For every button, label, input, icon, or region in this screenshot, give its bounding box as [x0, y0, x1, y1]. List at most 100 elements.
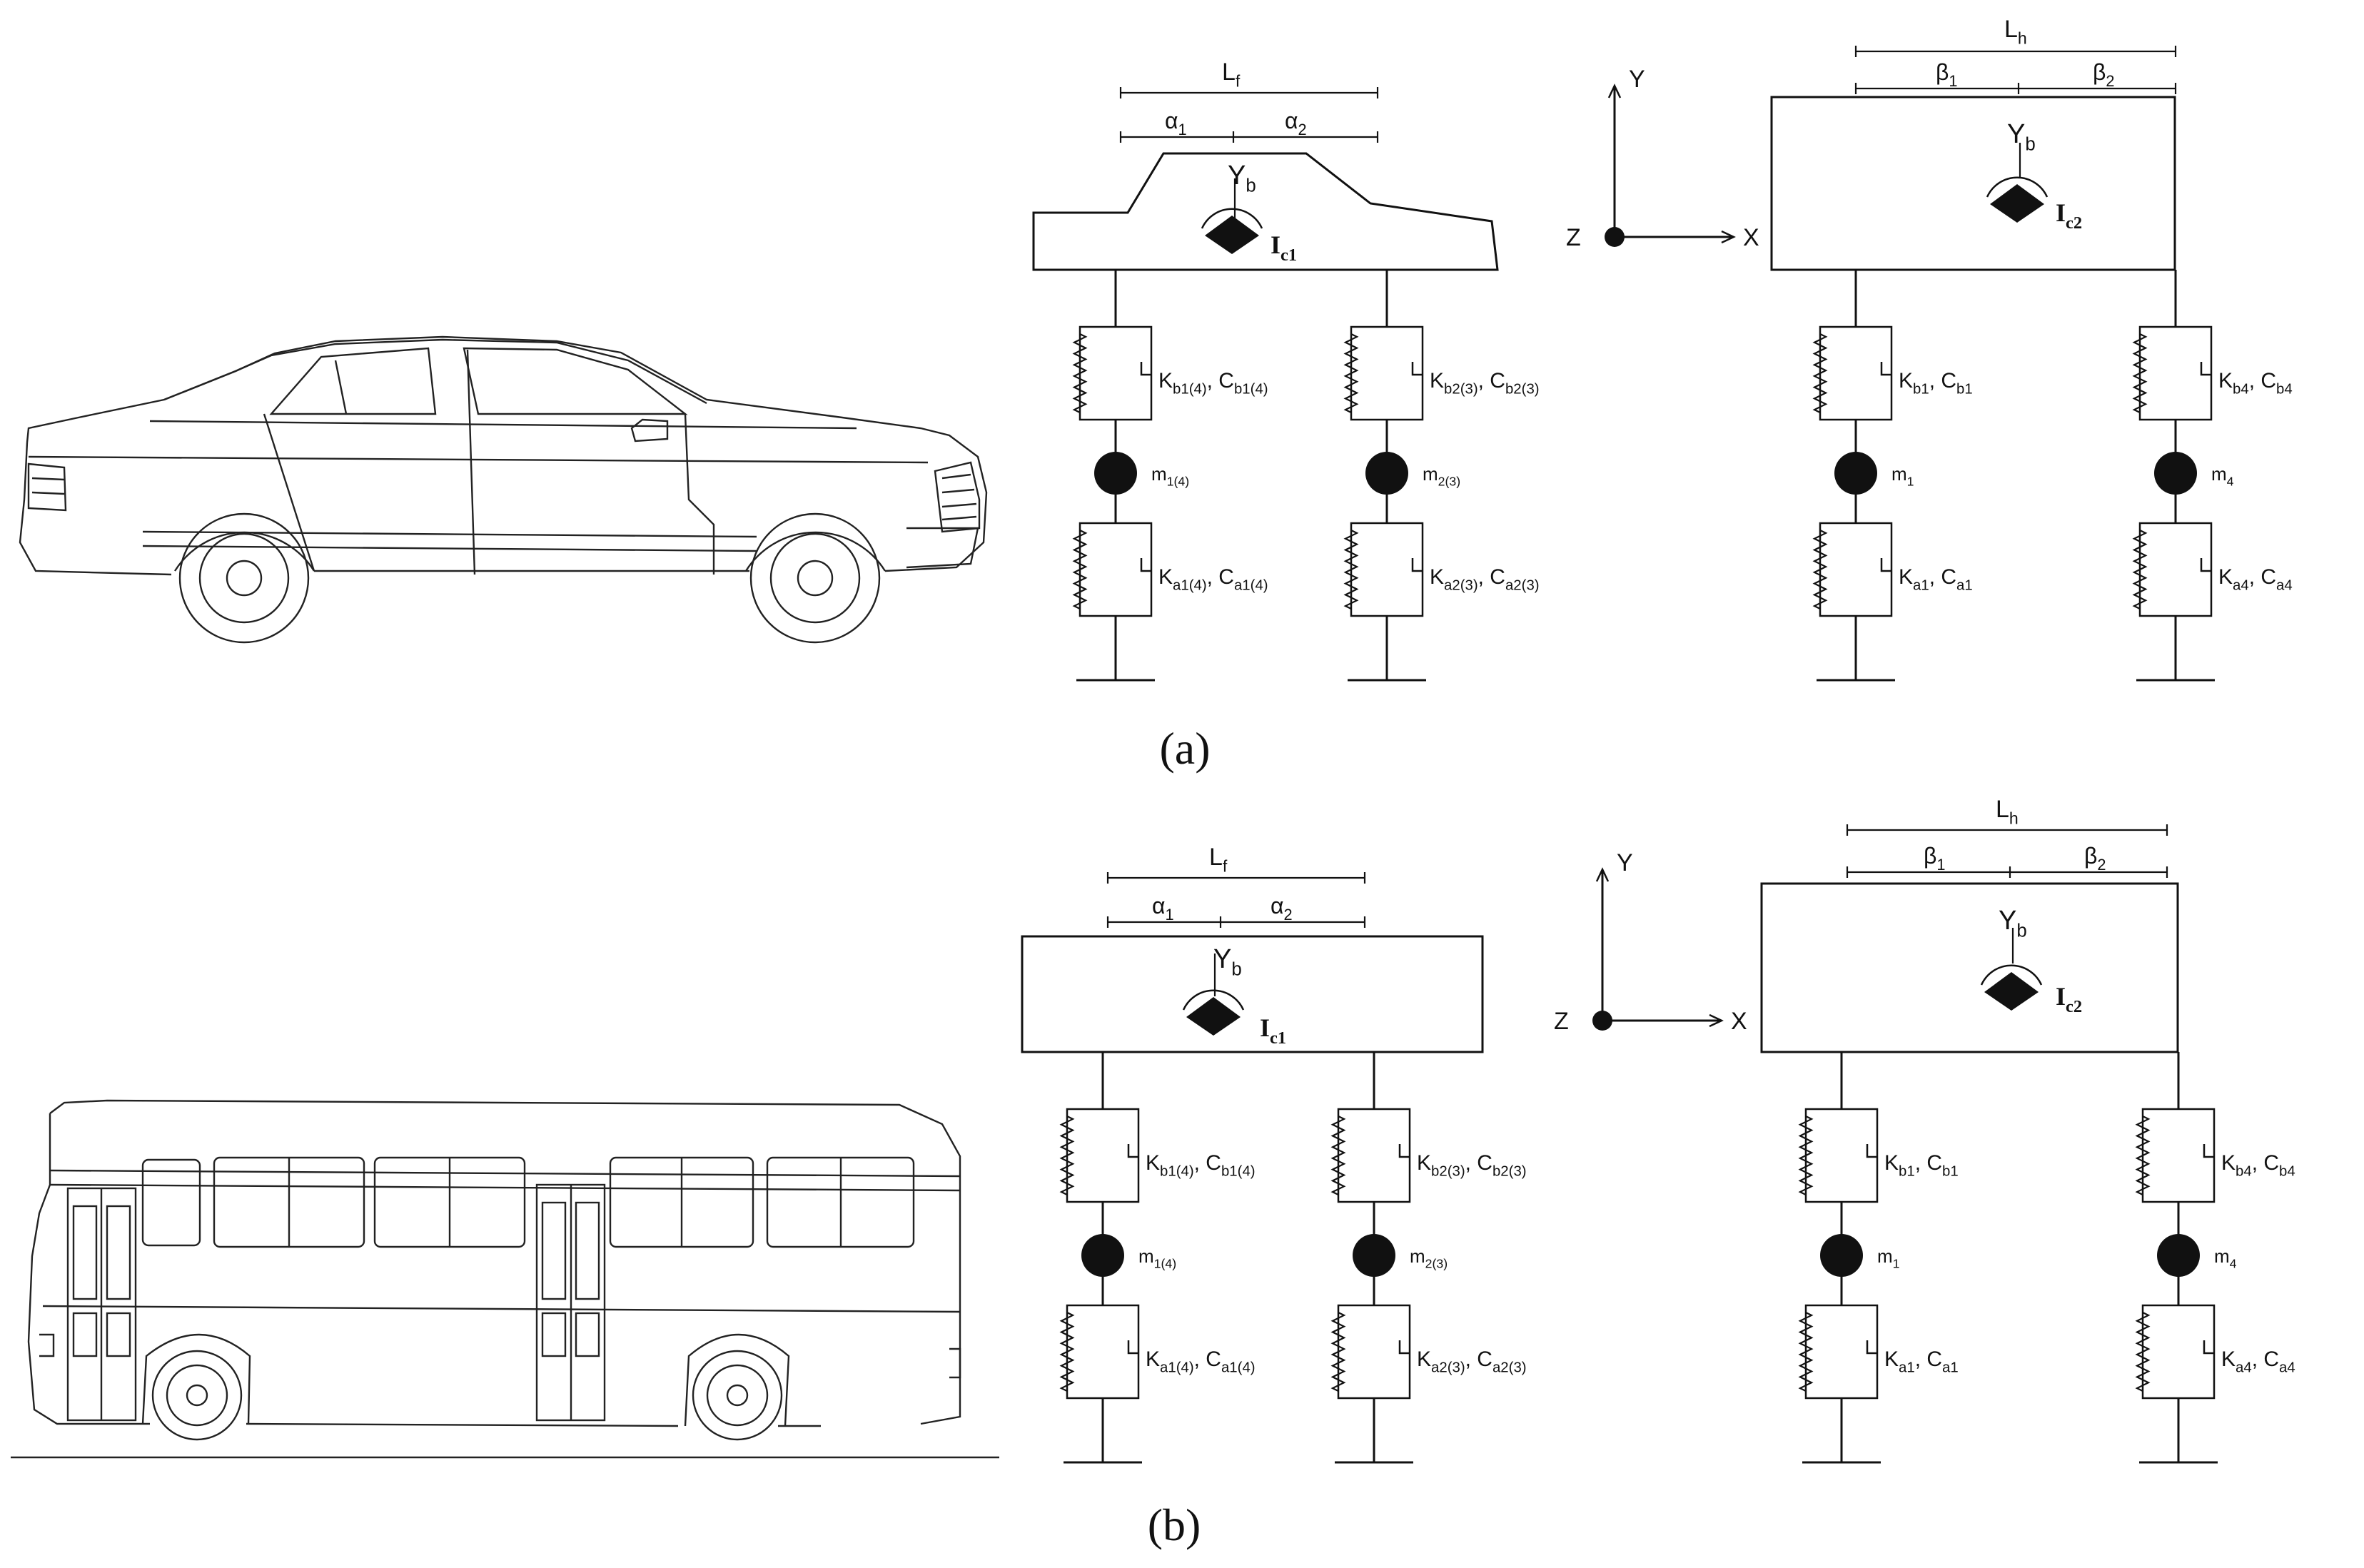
front-left-b-lower-spring-damper: [1059, 1304, 1140, 1400]
car-illustration: [19, 335, 988, 644]
inertia-diamond-icon: [1984, 972, 2039, 1011]
damper-icon: [1411, 362, 1423, 376]
coordinate-axes: Y X Z: [1566, 66, 1759, 251]
Yb-label: Yb: [2007, 119, 2036, 155]
front-left-a-upper-label: Kb1(4), Cb1(4): [1158, 369, 1268, 397]
rotation-arc-icon: [1986, 176, 2049, 198]
alpha1-label: α1: [1165, 108, 1187, 138]
spring-icon: [1812, 333, 1828, 413]
front-left-a-lower-label: Ka1(4), Ca1(4): [1158, 565, 1268, 593]
damper-icon: [1398, 1340, 1410, 1355]
damper-icon: [1880, 362, 1891, 376]
z-axis-label: Z: [1566, 224, 1581, 251]
beta2-label: β2: [2093, 59, 2115, 90]
rear-left-a-lower-spring-damper: [1812, 522, 1893, 617]
spring-icon: [2135, 1312, 2151, 1392]
front-right-b-lower-spring-damper: [1330, 1304, 1411, 1400]
bus-front-body-block: [1021, 935, 1484, 1053]
Yb-label: Yb: [1213, 944, 1242, 980]
spring-icon: [1343, 333, 1359, 413]
beta2-label: β2: [2084, 843, 2106, 874]
Lh-dimension: [1854, 46, 2177, 57]
rear-left-b-mass-label: m1: [1877, 1245, 1900, 1270]
x-arrow-icon: [1721, 230, 1736, 244]
rear-left-b-lower-label: Ka1, Ca1: [1884, 1347, 1959, 1375]
rear-left-b-upper-spring-damper: [1798, 1108, 1879, 1203]
Ic2-label: Ic2: [2056, 198, 2082, 233]
rear-right-a-lower-label: Ka4, Ca4: [2218, 565, 2293, 593]
front-right-a-lower-spring-damper: [1343, 522, 1424, 617]
front-left-b-upper-label: Kb1(4), Cb1(4): [1146, 1151, 1256, 1179]
z-axis-dot: [1592, 1011, 1612, 1031]
rotation-arc-icon: [1980, 964, 2043, 986]
damper-icon: [1866, 1340, 1877, 1355]
spring-icon: [1812, 530, 1828, 610]
damper-icon: [1411, 558, 1423, 572]
rear-right-a-upper-label: Kb4, Cb4: [2218, 369, 2293, 397]
spring-icon: [2132, 530, 2148, 610]
rear-left-a-lower-label: Ka1, Ca1: [1899, 565, 1973, 593]
y-arrow-icon: [1595, 867, 1610, 882]
x-arrow-icon: [1709, 1013, 1724, 1028]
y-arrow-icon: [1607, 84, 1622, 98]
alpha-dimension: [1119, 131, 1379, 143]
damper-icon: [1127, 1340, 1138, 1355]
x-axis-label: X: [1743, 224, 1759, 251]
y-axis-label: Y: [1629, 66, 1645, 93]
Ic1-label: Ic1: [1271, 231, 1297, 265]
bus-illustration: [11, 1099, 999, 1459]
rotation-arc-icon: [1182, 989, 1245, 1011]
front-left-b-mass-label: m1(4): [1138, 1245, 1176, 1270]
front-left-a-mass-label: m1(4): [1151, 463, 1189, 488]
damper-icon: [2203, 1144, 2214, 1158]
Lf-dimension: [1106, 872, 1366, 884]
rear-right-b-upper-spring-damper: [2135, 1108, 2216, 1203]
x-axis-label: X: [1731, 1008, 1747, 1035]
spring-icon: [1343, 530, 1359, 610]
spring-icon: [1798, 1116, 1814, 1195]
front-left-a-upper-spring-damper: [1072, 325, 1153, 421]
alpha1-label: α1: [1152, 893, 1174, 924]
Lf-label: Lf: [1222, 59, 1241, 91]
front-right-a-upper-label: Kb2(3), Cb2(3): [1430, 369, 1540, 397]
Lf-dimension: [1119, 87, 1379, 98]
damper-icon: [1880, 558, 1891, 572]
side-body-block: [1770, 96, 2176, 271]
rear-right-a-lower-spring-damper: [2132, 522, 2213, 617]
front-right-a-mass-label: m2(3): [1423, 463, 1460, 488]
spring-icon: [1072, 333, 1088, 413]
damper-icon: [2203, 1340, 2214, 1355]
damper-icon: [2200, 362, 2211, 376]
alpha2-label: α2: [1285, 108, 1307, 138]
spring-icon: [1798, 1312, 1814, 1392]
beta-dimension: [1854, 83, 2177, 94]
spring-icon: [1330, 1116, 1346, 1195]
Yb-label: Yb: [1999, 906, 2027, 941]
Lh-label: Lh: [1996, 796, 2019, 828]
inertia-diamond-icon: [1205, 216, 1259, 254]
rear-left-a-mass-label: m1: [1891, 463, 1914, 488]
rear-left-b-lower-spring-damper: [1798, 1304, 1879, 1400]
spring-icon: [1059, 1312, 1075, 1392]
front-right-a-lower-label: Ka2(3), Ca2(3): [1430, 565, 1540, 593]
rear-right-b-lower-label: Ka4, Ca4: [2221, 1347, 2295, 1375]
damper-icon: [1127, 1144, 1138, 1158]
Lh-dimension: [1846, 824, 2168, 836]
rear-left-a-upper-label: Kb1, Cb1: [1899, 369, 1973, 397]
caption-a: (a): [1159, 723, 1210, 774]
spring-icon: [2135, 1116, 2151, 1195]
Ic2-label: Ic2: [2056, 982, 2082, 1016]
bus-side-body-block: [1760, 882, 2179, 1053]
damper-icon: [1140, 362, 1151, 376]
Yb-label: Yb: [1228, 161, 1256, 196]
damper-icon: [1398, 1144, 1410, 1158]
rear-right-b-upper-label: Kb4, Cb4: [2221, 1151, 2295, 1179]
spring-icon: [2132, 333, 2148, 413]
Lh-label: Lh: [2004, 16, 2027, 48]
